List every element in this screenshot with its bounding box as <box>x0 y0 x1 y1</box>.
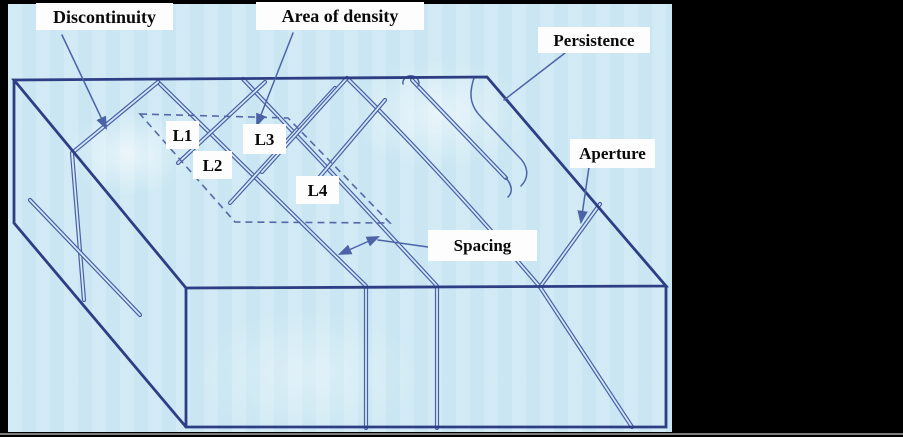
aperture-joint-line <box>537 201 635 430</box>
aperture-label: Aperture <box>570 139 655 168</box>
persistence-pointer-line <box>503 52 566 101</box>
persistence-joint-line <box>402 75 528 198</box>
area-of-density-label: Area of density <box>256 2 424 30</box>
scanline-label-l1: L1 <box>166 121 199 149</box>
aperture-arrow <box>577 166 590 225</box>
discontinuity-arrow <box>61 34 107 131</box>
left-face-joint-lines <box>27 150 143 318</box>
spacing-double-arrow <box>337 236 381 255</box>
block-outline <box>11 75 670 429</box>
window-bottom-border <box>0 433 903 435</box>
scanline-label-l2: L2 <box>193 151 232 179</box>
area-of-density-dashed-outline <box>138 113 392 224</box>
scanline-label-l4: L4 <box>296 176 339 204</box>
scanline-label-l3: L3 <box>243 124 286 154</box>
spacing-pointer-line <box>377 239 429 248</box>
spacing-label: Spacing <box>428 230 537 261</box>
scanned-diagram-background <box>8 4 672 432</box>
annotation-arrows <box>61 32 590 255</box>
persistence-label: Persistence <box>538 27 650 53</box>
discontinuity-label: Discontinuity <box>36 3 173 30</box>
area-of-density-arrow <box>256 32 294 128</box>
